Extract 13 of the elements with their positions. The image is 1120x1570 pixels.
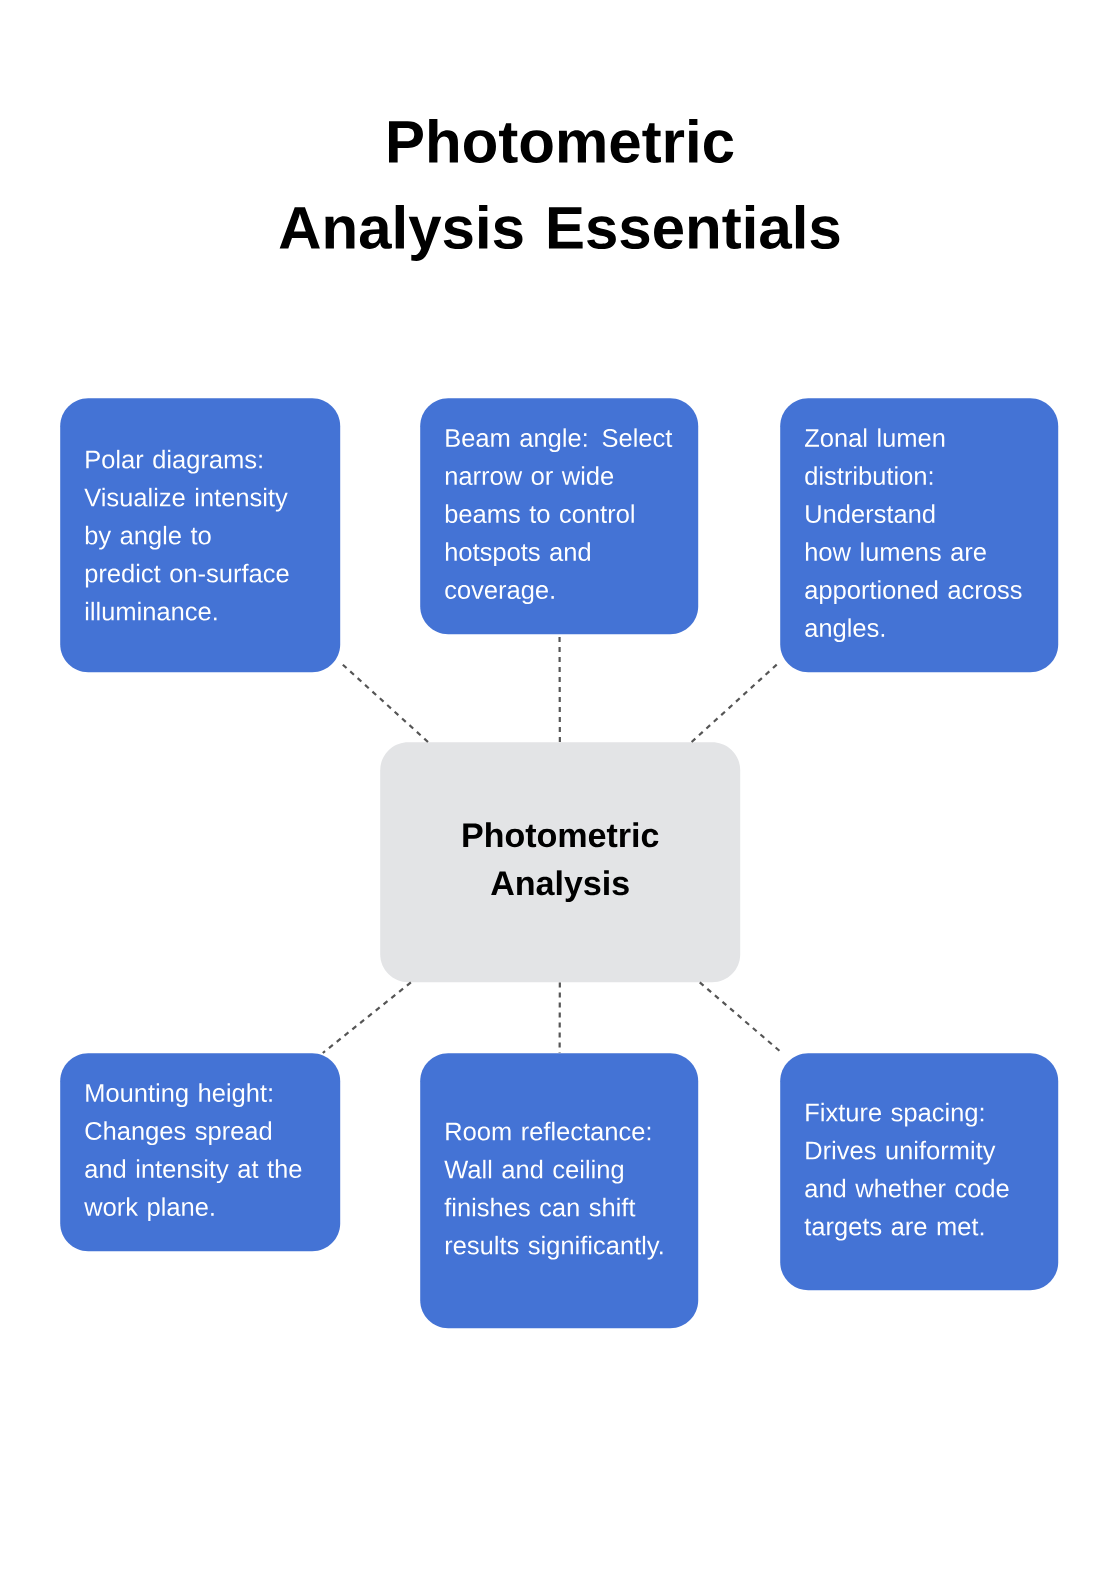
title: Photometric Analysis Essentials [279,119,840,261]
connector-line [339,661,429,743]
connector-line [699,981,783,1054]
connector-line [322,981,412,1054]
topic-box: Room reflectance: Wall and ceiling finishes can shift results significantly. [420,1053,699,1329]
topic-box: Mounting height: Changes spread and intensity at the work plane. [60,1053,341,1252]
topic-box: Zonal lumen distribution: Understand how lumens are apportioned across angles. [780,398,1059,673]
connector-line [558,982,561,1053]
topic-box: Beam angle: Select narrow or wide beams to control hotspots and coverage. [420,398,699,635]
topic-box: Polar diagrams: Visualize intensity by angle to predict on-surface illuminance. [60,398,341,673]
center-box: Photometric Analysis [380,742,741,983]
connector-line [558,634,561,742]
topic-box: Fixture spacing: Drives uniformity and whether code targets are met. [780,1053,1059,1291]
